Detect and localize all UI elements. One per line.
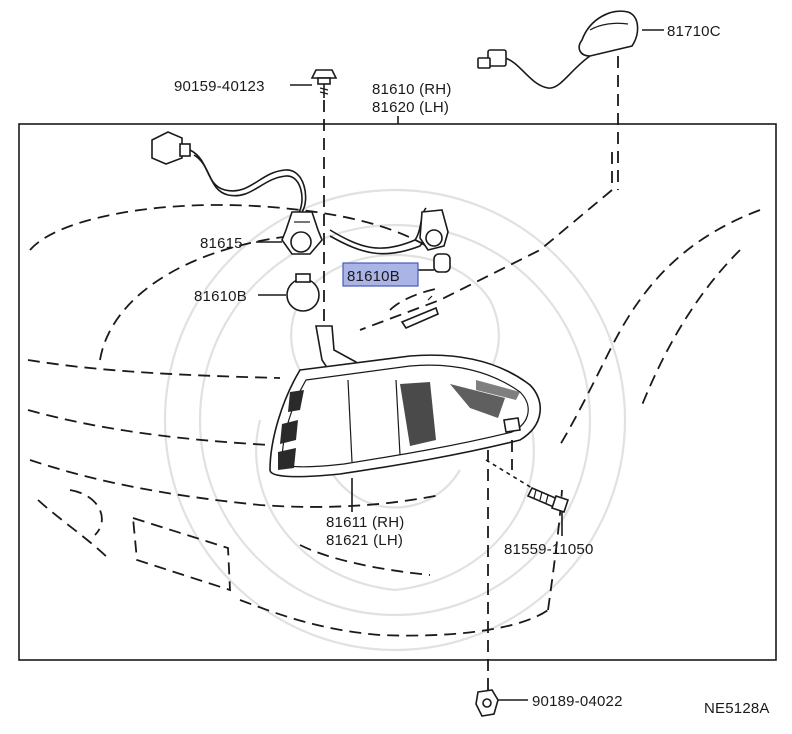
socket-81615 [256,211,323,255]
label-81610b: 81610B [194,288,247,305]
bulb-callout-highlight[interactable] [342,262,419,287]
screw-90159 [290,69,338,98]
clip-90189 [475,689,528,717]
lens-hatching [278,380,520,470]
wire-harness [151,131,433,255]
socket-right [419,209,449,251]
label-90159-40123: 90159-40123 [174,78,265,95]
bolt-81559 [526,486,570,536]
retainer-tab [400,306,439,330]
label-81710c: 81710C [667,23,721,40]
antenna-assembly [477,10,664,89]
label-81559-11050: 81559-11050 [504,541,594,558]
label-81615: 81615 [200,235,243,252]
label-81611-rh: 81611 (RH) [326,514,404,531]
label-90189-04022: 90189-04022 [532,693,623,710]
label-81610-rh: 81610 (RH) [372,81,452,98]
bulb-small [418,253,451,273]
lamp-lens-assembly [269,354,542,478]
tab-mark [427,295,433,301]
diagram-code: NE5128A [704,700,770,717]
label-81610b-highlighted[interactable]: 81610B [347,268,400,285]
label-81621-lh: 81621 (LH) [326,532,403,549]
label-81620-lh: 81620 (LH) [372,99,449,116]
bulb-large [258,273,320,312]
car-body-outline [27,152,761,637]
bolt-dotted-guide [485,459,533,489]
